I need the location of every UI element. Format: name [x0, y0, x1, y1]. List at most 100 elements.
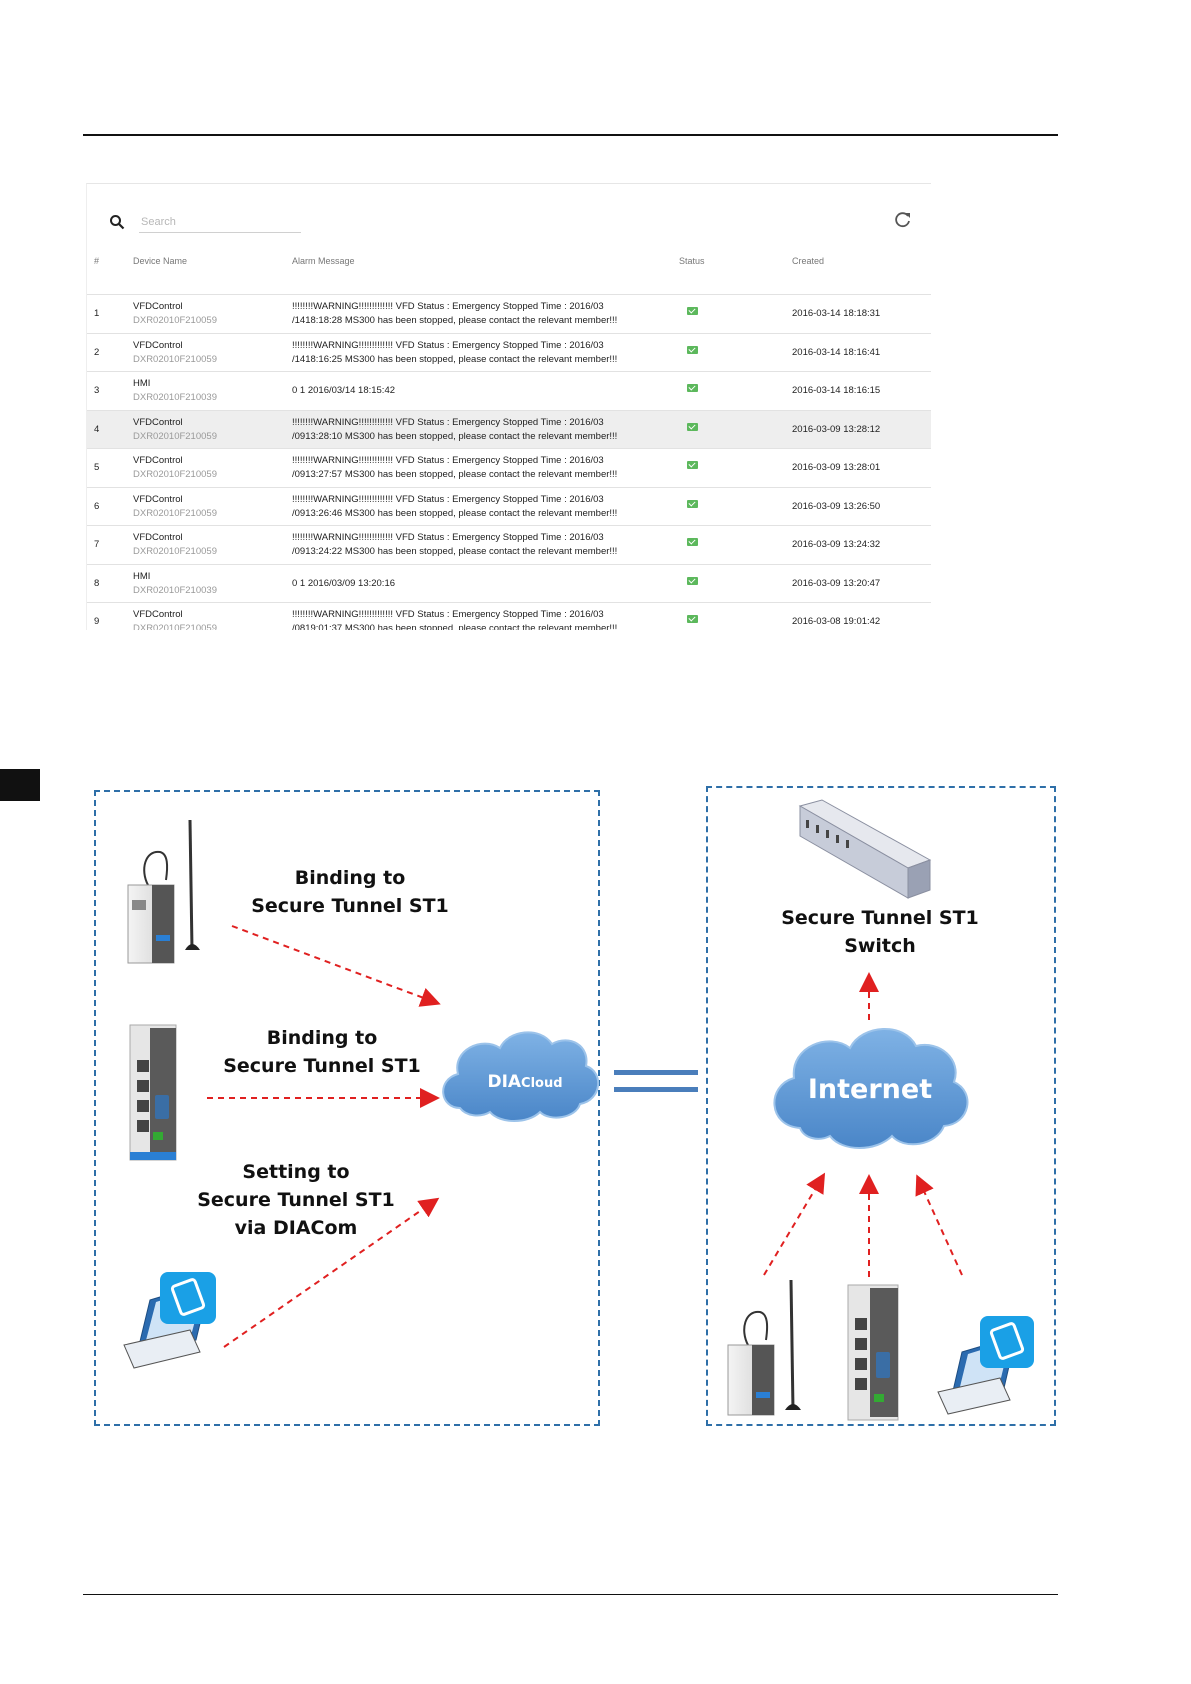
label-line: Binding to	[266, 1027, 378, 1049]
arrow-laptop-to-internet	[915, 1174, 963, 1276]
status-read-icon	[687, 384, 698, 392]
label-line: Secure Tunnel ST1	[781, 907, 979, 929]
status-read-icon	[687, 307, 698, 315]
row-number: 2	[94, 346, 100, 358]
device-serial: DXR02010F210059	[133, 623, 217, 630]
equals-bar-top	[614, 1070, 698, 1075]
device-name: VFDControl	[133, 493, 183, 505]
header-device-name: Device Name	[133, 256, 188, 266]
alarm-log-panel: # Device Name Alarm Message Status Creat…	[86, 183, 931, 630]
status-read-icon	[687, 345, 698, 354]
alarm-message-line1: !!!!!!!!WARNING!!!!!!!!!!!!! VFD Status …	[292, 301, 604, 312]
alarm-message-line1: !!!!!!!!WARNING!!!!!!!!!!!!! VFD Status …	[292, 493, 604, 505]
created-time: 2016-03-09 13:28:12	[792, 423, 881, 435]
label-line: Switch	[844, 935, 916, 957]
device-name: HMI	[133, 570, 151, 582]
created-time: 2016-03-09 13:24:32	[792, 539, 881, 550]
created-time: 2016-03-09 13:26:50	[792, 500, 881, 512]
status-read-icon	[687, 499, 698, 508]
label-line: Secure Tunnel ST1	[223, 1055, 421, 1077]
device-name: VFDControl	[133, 455, 183, 466]
diacloud-main: DIA	[487, 1072, 522, 1092]
device-name: VFDControl	[133, 301, 183, 312]
ethernet-device-icon	[129, 1024, 177, 1161]
header-status: Status	[679, 256, 705, 266]
row-number: 6	[94, 500, 100, 512]
status-read-icon	[687, 538, 698, 546]
row-number: 1	[94, 308, 100, 319]
alarm-message-line2: /0819:01:37 MS300 has been stopped, plea…	[292, 623, 618, 630]
device-name: VFDControl	[133, 609, 183, 620]
right-dashed-box	[706, 786, 1056, 1426]
device-serial: DXR02010F210059	[133, 507, 217, 519]
ethernet-device-small-icon	[847, 1284, 899, 1421]
created-time: 2016-03-08 19:01:42	[792, 616, 881, 627]
row-number: 5	[94, 462, 100, 473]
status-read-icon	[687, 422, 698, 431]
alarm-message-line2: /0913:24:22 MS300 has been stopped, plea…	[292, 546, 618, 557]
equals-bar-bottom	[614, 1087, 698, 1092]
header-rule	[83, 134, 1058, 136]
device-serial: DXR02010F210039	[133, 584, 217, 596]
created-time: 2016-03-14 18:16:41	[792, 346, 881, 358]
device-serial: DXR02010F210059	[133, 469, 217, 480]
label-laptop-setting: Setting to Secure Tunnel ST1 via DIACom	[186, 1158, 406, 1242]
internet-label: Internet	[807, 1074, 933, 1105]
label-line: Secure Tunnel ST1	[197, 1189, 395, 1211]
refresh-icon[interactable]	[893, 210, 913, 230]
status-read-icon	[687, 615, 698, 623]
left-dashed-box	[94, 790, 600, 1426]
label-switch: Secure Tunnel ST1 Switch	[770, 904, 990, 960]
footer-rule	[83, 1594, 1058, 1595]
alarm-message-line2: /1418:16:25 MS300 has been stopped, plea…	[292, 353, 618, 365]
device-serial: DXR02010F210059	[133, 315, 217, 326]
created-time: 2016-03-14 18:16:15	[792, 385, 881, 396]
alarm-message-line1: 0 1 2016/03/14 18:15:42	[292, 385, 396, 396]
created-time: 2016-03-09 13:28:01	[792, 462, 881, 473]
chapter-tab	[0, 769, 40, 801]
device-serial: DXR02010F210059	[133, 353, 217, 365]
alarm-message-line1: 0 1 2016/03/09 13:20:16	[292, 577, 396, 589]
row-number: 7	[94, 539, 100, 550]
search-input[interactable]	[139, 212, 301, 233]
alarm-message-line1: !!!!!!!!WARNING!!!!!!!!!!!!! VFD Status …	[292, 609, 604, 620]
header-created: Created	[792, 256, 825, 266]
device-name: VFDControl	[133, 416, 183, 428]
diacloud-sub: Cloud	[521, 1076, 563, 1091]
alarm-message-line1: !!!!!!!!WARNING!!!!!!!!!!!!! VFD Status …	[292, 455, 604, 466]
diacloud-icon	[442, 1031, 600, 1122]
table-header: # Device Name Alarm Message Status Creat…	[87, 256, 931, 276]
router-device-small-icon	[727, 1279, 801, 1416]
header-num: #	[94, 256, 100, 266]
device-serial: DXR02010F210059	[133, 430, 217, 442]
label-router-binding: Binding to Secure Tunnel ST1	[240, 864, 460, 920]
alarm-message-line1: !!!!!!!!WARNING!!!!!!!!!!!!! VFD Status …	[292, 339, 604, 351]
arrow-laptop-to-cloud	[223, 1197, 440, 1348]
laptop-diacom-small-icon	[937, 1316, 1034, 1415]
label-line: via DIACom	[234, 1217, 358, 1239]
label-line: Secure Tunnel ST1	[251, 895, 449, 917]
router-device-icon	[127, 819, 200, 964]
laptop-diacom-icon	[123, 1272, 216, 1369]
status-read-icon	[687, 576, 698, 585]
label-line: Setting to	[242, 1161, 350, 1183]
device-serial: DXR02010F210059	[133, 546, 217, 557]
row-number: 9	[94, 616, 100, 627]
alarm-message-line2: /0913:28:10 MS300 has been stopped, plea…	[292, 430, 618, 442]
label-ethernet-binding: Binding to Secure Tunnel ST1	[212, 1024, 432, 1080]
alarm-message-line1: !!!!!!!!WARNING!!!!!!!!!!!!! VFD Status …	[292, 416, 604, 428]
label-line: Binding to	[294, 867, 406, 889]
internet-cloud-icon	[773, 1028, 969, 1149]
search-icon	[110, 215, 125, 230]
